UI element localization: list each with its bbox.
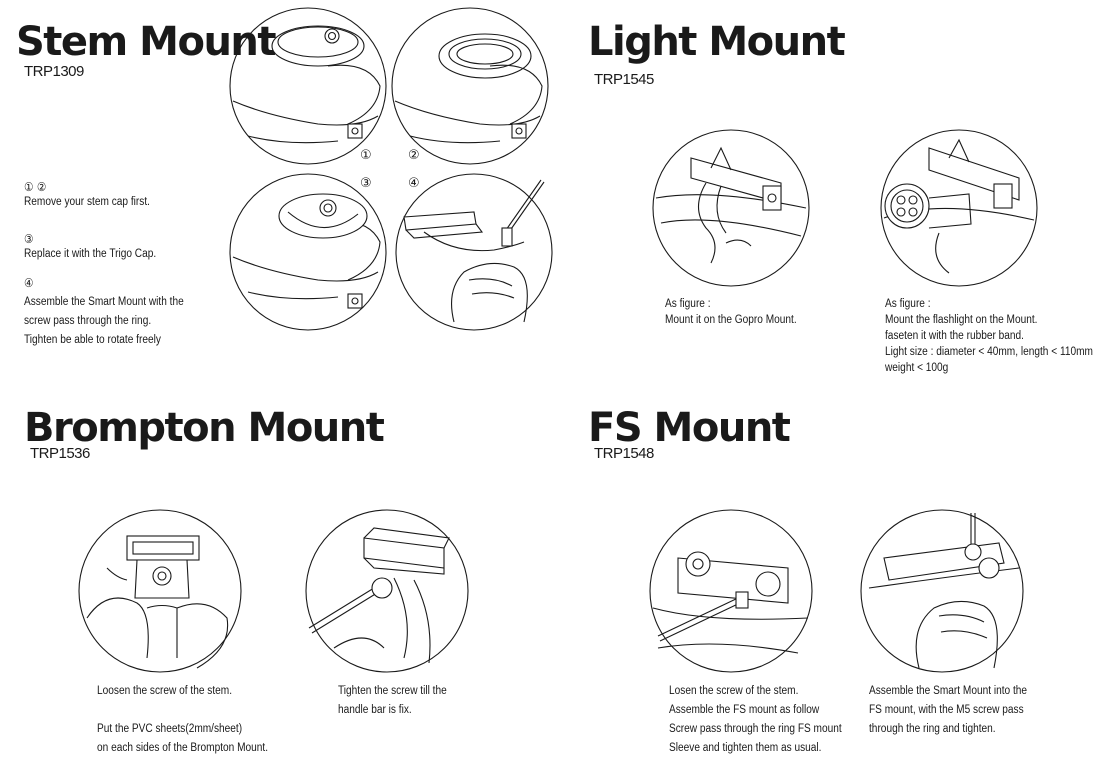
light-caption-right: As figure : Mount the flashlight on the … xyxy=(885,296,1093,376)
stem-step2-illustration xyxy=(391,7,549,165)
stem-instruction-3: ④ Assemble the Smart Mount with the scre… xyxy=(24,274,184,350)
light-caption-right-line: weight < 100g xyxy=(885,362,949,374)
brompton-caption-left-line: Loosen the screw of the stem. xyxy=(97,685,233,697)
fs-step1-illustration xyxy=(649,509,813,673)
stem-instruction-1: ① ② Remove your stem cap first. xyxy=(24,178,150,212)
light-flashlight-illustration xyxy=(880,129,1038,287)
fs-caption-right: Assemble the Smart Mount into the FS mou… xyxy=(869,682,1027,739)
light-caption-right-line: Mount the flashlight on the Mount. xyxy=(885,314,1038,326)
light-caption-right-line: As figure : xyxy=(885,298,931,310)
stem-step3-label: ③ xyxy=(360,176,372,191)
brompton-caption-left-line: Put the PVC sheets(2mm/sheet) xyxy=(97,723,243,735)
fs-caption-left-line: Screw pass through the ring FS mount xyxy=(669,723,842,735)
brompton-caption-left-line xyxy=(97,701,268,720)
fs-caption-right-line: Assemble the Smart Mount into the xyxy=(869,685,1028,697)
stem-instruction-1-marker: ① ② xyxy=(24,180,47,194)
stem-instruction-1-line: Remove your stem cap first. xyxy=(24,196,150,208)
stem-instruction-3-line: Assemble the Smart Mount with the xyxy=(24,296,184,308)
light-mount-code: TRP1545 xyxy=(594,71,654,88)
stem-mount-code: TRP1309 xyxy=(24,63,84,80)
stem-step4-illustration xyxy=(395,173,553,331)
brompton-mount-title: Brompton Mount xyxy=(24,405,385,451)
brompton-step1-illustration xyxy=(78,509,242,673)
fs-caption-left: Losen the screw of the stem. Assemble th… xyxy=(669,682,842,758)
brompton-mount-code: TRP1536 xyxy=(30,445,90,462)
brompton-caption-left-line: on each sides of the Brompton Mount. xyxy=(97,742,269,754)
stem-instruction-2-line: Replace it with the Trigo Cap. xyxy=(24,248,157,260)
fs-mount-code: TRP1548 xyxy=(594,445,654,462)
light-caption-right-line: Light size : diameter < 40mm, length < 1… xyxy=(885,346,1093,358)
light-caption-left-line: Mount it on the Gopro Mount. xyxy=(665,314,797,326)
stem-step3-illustration xyxy=(229,173,387,331)
stem-mount-title: Stem Mount xyxy=(16,19,277,65)
light-mount-title: Light Mount xyxy=(588,19,846,65)
stem-step1-illustration xyxy=(229,7,387,165)
stem-step1-label: ① xyxy=(360,148,372,163)
light-caption-left-line: As figure : xyxy=(665,298,711,310)
light-caption-right-line: faseten it with the rubber band. xyxy=(885,330,1024,342)
fs-caption-left-line: Sleeve and tighten them as usual. xyxy=(669,742,822,754)
fs-caption-right-line: through the ring and tighten. xyxy=(869,723,996,735)
brompton-step2-illustration xyxy=(305,509,469,673)
light-gopro-illustration xyxy=(652,129,810,287)
stem-instruction-3-line: Tighten be able to rotate freely xyxy=(24,334,161,346)
fs-caption-left-line: Assemble the FS mount as follow xyxy=(669,704,820,716)
stem-instruction-2-marker: ③ xyxy=(24,232,34,246)
brompton-caption-left: Loosen the screw of the stem. Put the PV… xyxy=(97,682,268,758)
fs-step2-illustration xyxy=(860,509,1024,673)
stem-instruction-3-line: screw pass through the ring. xyxy=(24,315,152,327)
stem-step4-label: ④ xyxy=(408,176,420,191)
fs-caption-left-line: Losen the screw of the stem. xyxy=(669,685,799,697)
fs-caption-right-line: FS mount, with the M5 screw pass xyxy=(869,704,1024,716)
brompton-caption-right-line: handle bar is fix. xyxy=(338,704,412,716)
brompton-caption-right: Tighten the screw till the handle bar is… xyxy=(338,682,447,720)
brompton-caption-right-line: Tighten the screw till the xyxy=(338,685,447,697)
stem-instruction-3-marker: ④ xyxy=(24,276,34,290)
light-caption-left: As figure : Mount it on the Gopro Mount. xyxy=(665,296,797,328)
stem-step2-label: ② xyxy=(408,148,420,163)
fs-mount-title: FS Mount xyxy=(588,405,791,451)
stem-instruction-2: ③ Replace it with the Trigo Cap. xyxy=(24,230,156,264)
